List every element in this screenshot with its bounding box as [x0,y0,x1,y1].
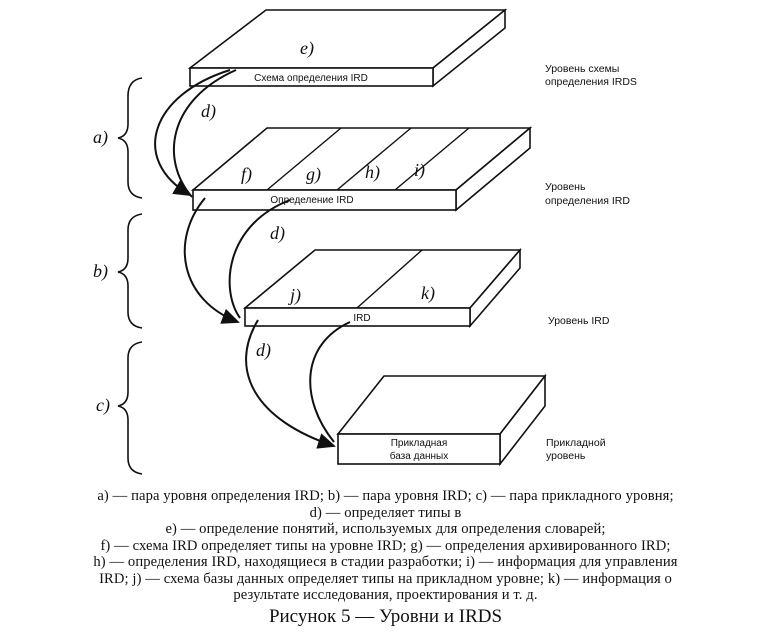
arrow-d-3b [309,321,351,443]
side-label-ird-definition-2: определения IRD [545,195,630,207]
side-label-irds-schema-1: Уровень схемы [545,63,619,75]
bracket-label-b: b) [93,261,108,282]
slab-letter-e: e) [300,38,314,59]
slab-letter-i: i) [414,160,425,181]
legend-line: результате исследования, проектирования … [233,587,538,603]
bracket-c [117,341,143,475]
side-label-ird-definition-1: Уровень [545,181,586,193]
arrows [154,69,351,449]
slab-irds-schema: e) Схема определения IRD [187,8,508,88]
slab-letter-g: g) [306,164,321,185]
slab-letter-j: j) [288,285,301,306]
block-face-label-2: база данных [390,450,449,462]
figure-legend: a) — пара уровня определения IRD; b) — п… [4,488,767,604]
slab-face-label: Определение IRD [270,195,353,206]
arrow-d-2 [183,197,240,324]
arrow-d-3 [245,319,336,449]
slab-ird-definition: f) g) h) i) Определение IRD [190,126,533,212]
legend-line: f) — схема IRD определяет типы на уровне… [100,537,671,554]
figure-title: Рисунок 5 — Уровни и IRDS [268,606,503,627]
legend-line: a) — пара уровня определения IRD; b) — п… [97,488,674,504]
slab-face-label: IRD [353,313,370,324]
block-face-label-1: Прикладная [391,438,448,449]
arrow-label-d: d) [270,223,285,244]
side-label-application-2: уровень [546,450,586,462]
brackets [117,77,143,475]
slab-letter-h: h) [365,162,380,183]
irds-levels-diagram: e) Схема определения IRD f) g) h) i) Опр… [93,8,637,475]
side-label-application-1: Прикладной [546,437,606,449]
arrow-label-d: d) [256,340,271,361]
arrow-d-1 [154,69,231,197]
arrow-d-1b [172,69,237,198]
legend-line: h) — определения IRD, находящиеся в стад… [93,554,678,570]
bracket-label-a: a) [93,127,108,148]
bracket-a [117,77,143,199]
slab-letter-f: f) [241,164,252,185]
slab-letter-k: k) [421,283,435,304]
side-label-irds-schema-2: определения IRDS [545,76,637,88]
slab-ird: j) k) IRD [242,247,522,329]
legend-line: IRD; j) — схема базы данных определяет т… [99,570,672,587]
arrow-d-2b [228,199,291,319]
side-label-ird: Уровень IRD [548,315,610,327]
arrow-label-d: d) [201,101,216,122]
bracket-label-c: c) [96,395,110,416]
bracket-b [117,213,143,329]
slab-face-label: Схема определения IRD [254,73,368,84]
legend-line: d) — определяет типы в [309,504,462,521]
block-application-database: Прикладная база данных [336,373,547,467]
legend-line: e) — определение понятий, используемых д… [165,521,606,537]
